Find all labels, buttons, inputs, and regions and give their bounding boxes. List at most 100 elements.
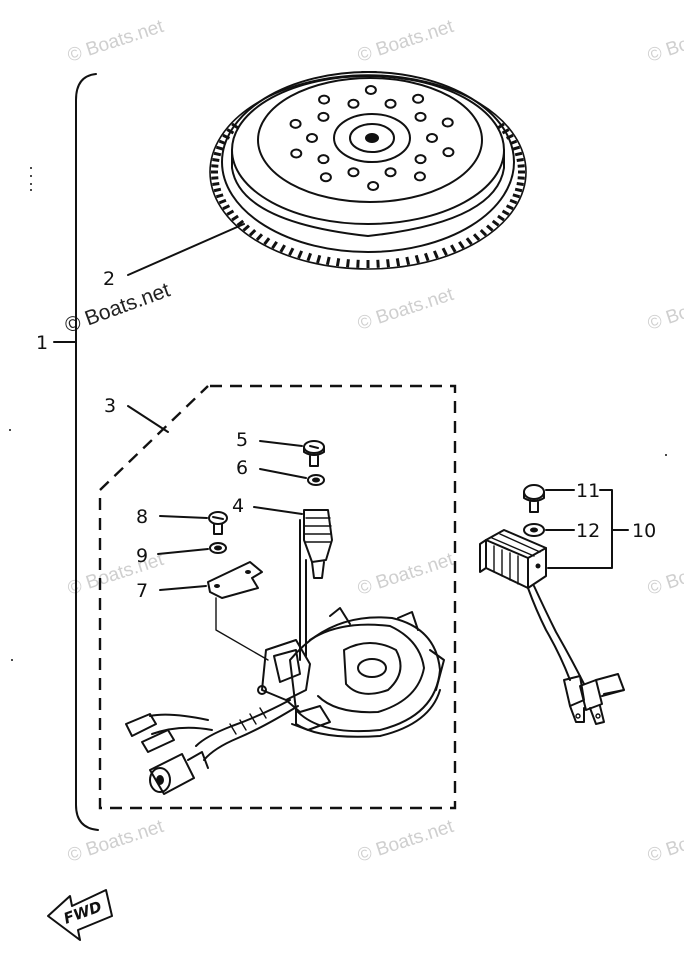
flywheel-hole [384,98,397,109]
flywheel-hole [414,111,427,122]
gear-tooth [414,254,420,264]
leader-line-2 [127,223,245,276]
callout-9: 9 [136,545,148,567]
flywheel-hole [364,85,377,96]
flywheel-hole [412,93,425,104]
gear-tooth [516,157,524,162]
leader-line-4 [253,506,303,515]
watermark: © Boats.net [645,16,684,67]
gear-tooth [441,247,448,256]
leader-line-7 [159,585,207,591]
gear-tooth [231,214,239,222]
flywheel-hole [347,98,360,109]
gear-tooth [306,252,313,262]
gear-tooth [218,198,227,205]
flywheel-hole [318,94,331,105]
watermarks: © Boats.net © Boats.net © Boats.net © Bo… [65,16,684,867]
gear-tooth [514,151,523,157]
gear-tooth [479,228,488,237]
flywheel-hub [333,113,411,163]
gear-tooth [465,237,473,246]
pulser-coil-4 [299,509,333,661]
watermark: © Boats.net [65,816,167,867]
callout-6: 6 [236,457,248,479]
gear-tooth [405,256,411,266]
callout-7: 7 [136,580,148,602]
gear-tooth [242,224,250,232]
stator-assembly-box [98,384,457,810]
flywheel [209,71,527,270]
flywheel-hole [317,111,330,122]
gear-tooth [497,214,505,222]
callout-4: 4 [232,495,244,517]
leader-line-6 [259,468,307,479]
gear-tooth [212,157,220,162]
flywheel-hole [317,154,330,165]
plate-7 [207,561,263,599]
screw-8 [208,511,228,535]
flywheel-hole [442,147,455,158]
flywheel-hole [384,167,397,178]
callout-1: 1 [36,332,48,354]
watermark-dark: © Boats.net [62,278,173,337]
callout-8: 8 [136,506,148,528]
gear-tooth [472,233,481,241]
leader-line-3 [127,405,169,433]
fwd-label: FWD [61,897,104,927]
assembly-bracket [75,73,99,831]
gear-tooth [512,145,521,151]
bolt-11 [523,484,545,513]
flywheel-hole [347,167,360,178]
gear-tooth [325,256,331,266]
gear-tooth [517,176,525,180]
gear-tooth [509,198,518,205]
gear-tooth [386,259,390,268]
gear-tooth [213,151,222,157]
gear-tooth [255,233,264,241]
gear-tooth [395,258,401,267]
gear-tooth [211,164,219,168]
gear-tooth [514,187,523,193]
gear-tooth [215,145,224,151]
gear-tooth [486,224,494,232]
gear-tooth [501,209,510,216]
flywheel-ring-gear [209,74,527,270]
callout-5: 5 [236,429,248,451]
gear-tooth [263,237,271,246]
gear-tooth [458,240,465,249]
flywheel-hub-inner [349,123,395,153]
gear-tooth [423,252,430,262]
watermark: © Boats.net [355,284,457,335]
leader-line-9 [157,548,209,555]
gear-tooth [346,259,350,268]
leader-line-5 [259,440,303,447]
stator-base [257,607,445,738]
margin-marks [9,167,667,661]
watermark: © Boats.net [645,284,684,335]
stator-wire-harness [125,699,299,795]
flywheel-center-hole [365,133,379,143]
gear-tooth [222,204,231,211]
watermark: © Boats.net [65,16,167,67]
gear-tooth [248,228,257,237]
flywheel-hole [426,133,438,143]
watermark: © Boats.net [355,816,457,867]
screw-5 [303,440,325,467]
callout-10: 10 [632,520,656,542]
flywheel-hole [306,133,318,143]
gear-tooth [512,193,521,199]
callout-3: 3 [104,395,116,417]
flywheel-hole [319,172,332,183]
gear-tooth [316,254,322,264]
flywheel-hole [289,118,302,129]
gear-tooth [517,164,525,168]
leader-line-7b [215,597,269,661]
washer-9 [209,542,227,554]
flywheel-hole [367,180,380,191]
watermark: © Boats.net [65,549,167,600]
gear-tooth [215,193,224,199]
flywheel-hole [413,171,426,182]
gear-tooth [213,187,222,193]
gear-tooth [211,176,219,180]
